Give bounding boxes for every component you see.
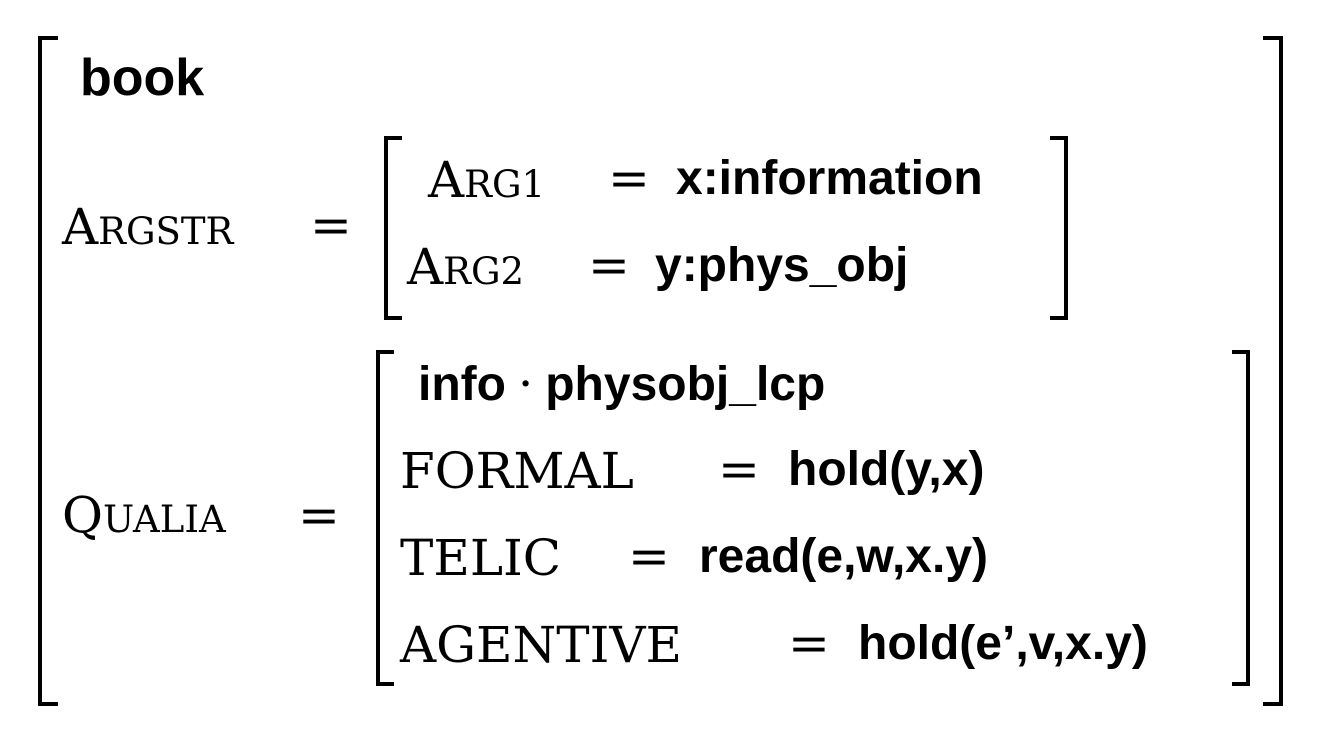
arg2-initial: A	[407, 238, 444, 296]
argstr-label: ARGSTR	[62, 202, 233, 252]
arg2-label: ARG2	[407, 242, 524, 292]
agentive-equals: =	[788, 614, 830, 672]
qualia-type-right: physobj_lcp	[545, 358, 826, 411]
telic-label: TELIC	[400, 529, 562, 587]
qualia-type-dot: ·	[517, 356, 534, 412]
arg1-label: ARG1	[428, 155, 545, 205]
argstr-right-bracket	[1050, 136, 1068, 320]
telic-value: read(e,w,x.y)	[699, 530, 989, 583]
qualia-type: info · physobj_lcp	[418, 360, 825, 409]
arg1-rest: RG1	[464, 163, 546, 206]
arg2-rest: RG2	[443, 250, 525, 293]
argstr-label-rest: RGSTR	[98, 210, 234, 253]
agentive-label: AGENTIVE	[400, 616, 683, 674]
argstr-left-bracket	[384, 136, 402, 320]
outer-left-bracket	[38, 36, 58, 706]
qualia-type-left: info	[418, 358, 506, 411]
agentive-value: hold(e’,v,x.y)	[858, 617, 1148, 670]
type-name: book	[80, 49, 205, 107]
arg1-initial: A	[428, 151, 465, 209]
qualia-right-bracket	[1232, 350, 1250, 686]
qualia-label: QUALIA	[62, 490, 226, 540]
telic-equals: =	[628, 527, 670, 585]
qualia-label-rest: UALIA	[103, 498, 226, 541]
qualia-label-initial: Q	[62, 486, 103, 544]
qualia-left-bracket	[376, 350, 394, 686]
outer-right-bracket	[1263, 36, 1283, 706]
arg1-equals: =	[608, 149, 650, 207]
arg2-equals: =	[588, 236, 630, 294]
arg2-value: y:phys_obj	[655, 239, 909, 292]
formal-value: hold(y,x)	[788, 443, 985, 496]
qualia-equals: =	[298, 486, 340, 544]
arg1-value: x:information	[676, 152, 983, 205]
argstr-equals: =	[310, 196, 352, 254]
formal-equals: =	[718, 440, 760, 498]
formal-label: FORMAL	[400, 442, 634, 500]
argstr-label-initial: A	[62, 198, 99, 256]
